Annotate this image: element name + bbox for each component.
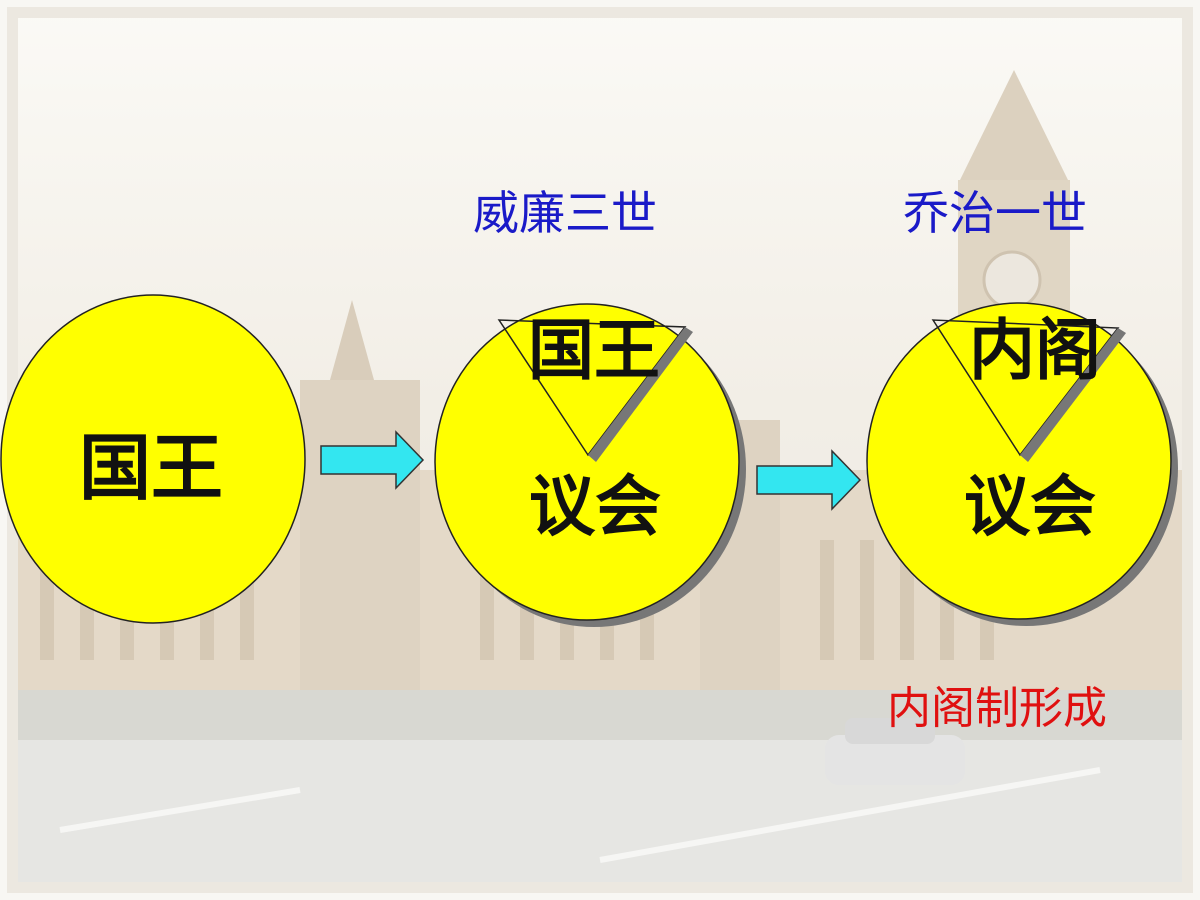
stage2-caption: 威廉三世 [473,186,657,240]
stage3-caption: 乔治一世 [903,186,1087,240]
stage1-circle-label: 国王 [79,426,224,510]
stage3-circle [866,302,1178,626]
stage2-circle [434,303,746,627]
stage1-circle [0,294,306,624]
stage3-wedge-label: 内阁 [969,312,1101,389]
stage2-wedge-label: 国王 [528,312,660,389]
arrow-right-2 [756,449,862,511]
stage3-circle-label: 议会 [964,468,1096,545]
result-label: 内阁制形成 [887,683,1107,734]
arrow-right-1 [320,430,425,490]
stage2-circle-label: 议会 [529,468,661,545]
